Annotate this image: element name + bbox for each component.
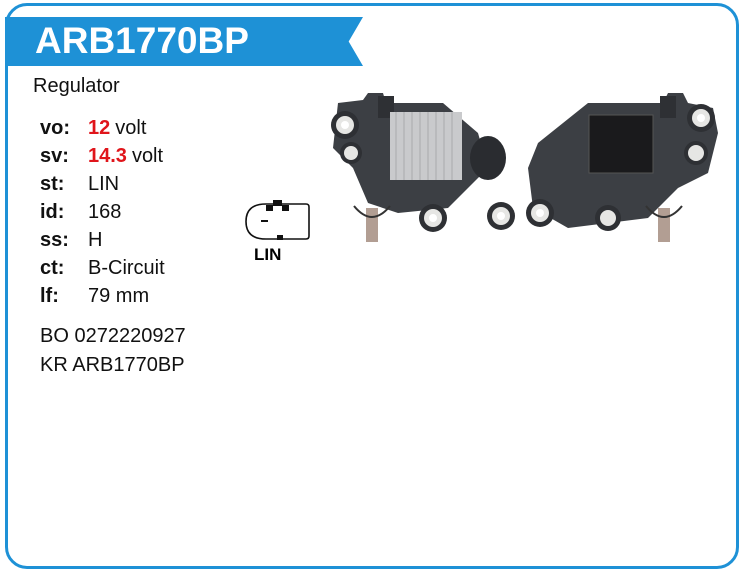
spec-unit: volt [115, 117, 147, 139]
cross-references: BO 0272220927 KR ARB1770BP [40, 322, 186, 380]
regulator-back-image [526, 93, 718, 242]
regulator-front-image [331, 93, 515, 242]
spec-row-st: st: LIN [40, 170, 165, 198]
spec-label: st: [40, 173, 65, 195]
product-card [5, 3, 739, 569]
spec-unit: volt [131, 145, 164, 167]
spec-label: sv: [40, 145, 69, 167]
connector-diagram-icon [245, 200, 310, 240]
spec-value: B-Circuit [88, 257, 165, 279]
spec-label: id: [40, 201, 65, 223]
reference-kr: KR ARB1770BP [40, 354, 185, 376]
spec-value: 168 [88, 201, 122, 223]
spec-row-ss: ss: H [40, 226, 165, 254]
spec-row-ct: ct: B-Circuit [40, 254, 165, 282]
spec-value: 79 mm [88, 285, 150, 307]
spec-label: ss: [40, 229, 69, 251]
spec-value: H [88, 229, 103, 251]
spec-row-lf: lf: 79 mm [40, 282, 165, 310]
title-banner [5, 17, 363, 66]
connector-label: LIN [254, 245, 282, 264]
spec-value: LIN [88, 173, 120, 195]
spec-label: ct: [40, 257, 65, 279]
spec-value: 14.3 [88, 145, 127, 167]
spec-label: vo: [40, 117, 70, 139]
product-title: ARB1770BP [35, 20, 249, 61]
spec-value: 12 [88, 117, 111, 139]
spec-row-id: id: 168 [40, 198, 165, 226]
reference-bo: BO 0272220927 [40, 325, 186, 347]
product-photo [331, 93, 718, 242]
product-type: Regulator [33, 75, 120, 97]
spec-label: lf: [40, 285, 59, 307]
